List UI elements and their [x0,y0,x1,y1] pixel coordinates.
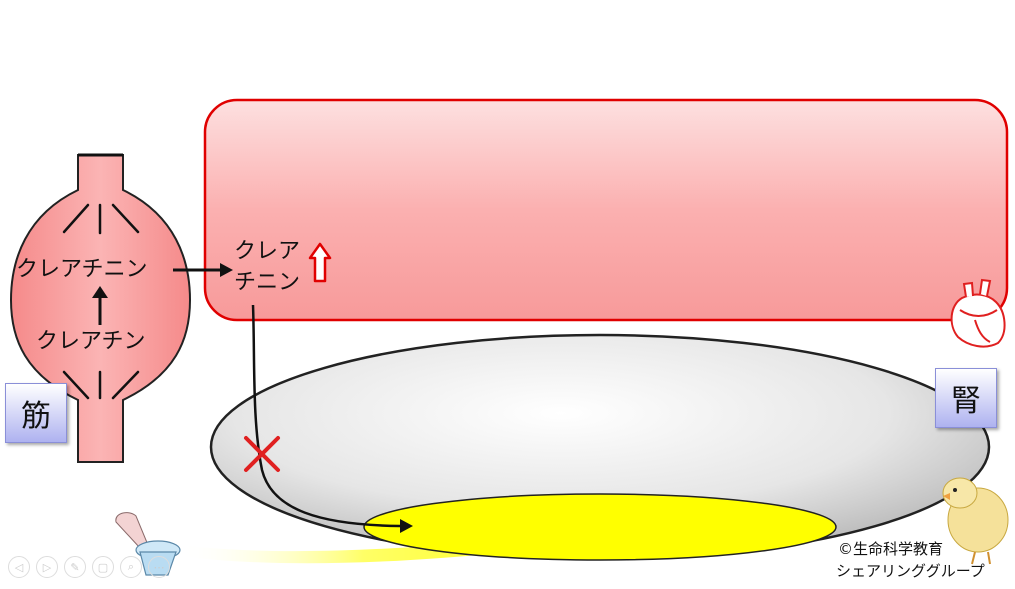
urine-pool [363,493,837,561]
kidney-label: 腎 [935,368,997,428]
blood-compartment [203,98,1009,322]
conversion-arrow [92,286,108,325]
filtration-arrow [251,304,413,533]
view-icon[interactable]: ▢ [92,556,114,578]
credit-line1: ©生命科学教育 [838,540,944,558]
heart-icon [950,278,1006,348]
blood-creatinine-label-line2: チニン [234,270,301,295]
credit-line2: シェアリンググループ [836,562,985,580]
muscle-creatine-label: クレアチン [36,329,146,354]
zoom-icon[interactable]: ⌕ [120,556,142,578]
muscle-fibers-top [62,203,140,235]
pen-icon[interactable]: ✎ [64,556,86,578]
slide-nav-controls[interactable]: ◁ ▷ ✎ ▢ ⌕ ⋯ [8,556,170,578]
release-arrow [173,263,233,277]
increase-arrow-icon [308,242,332,283]
prev-slide-icon[interactable]: ◁ [8,556,30,578]
muscle-creatinine-label: クレアチニン [16,257,148,282]
next-slide-icon[interactable]: ▷ [36,556,58,578]
cross-icon [244,436,280,472]
chick-icon [942,477,1009,565]
more-icon[interactable]: ⋯ [148,556,170,578]
urine-stream [180,525,640,564]
blood-creatinine-label-line1: クレア [234,239,301,264]
muscle-label: 筋 [5,383,67,443]
muscle-fibers-bottom [62,370,140,400]
